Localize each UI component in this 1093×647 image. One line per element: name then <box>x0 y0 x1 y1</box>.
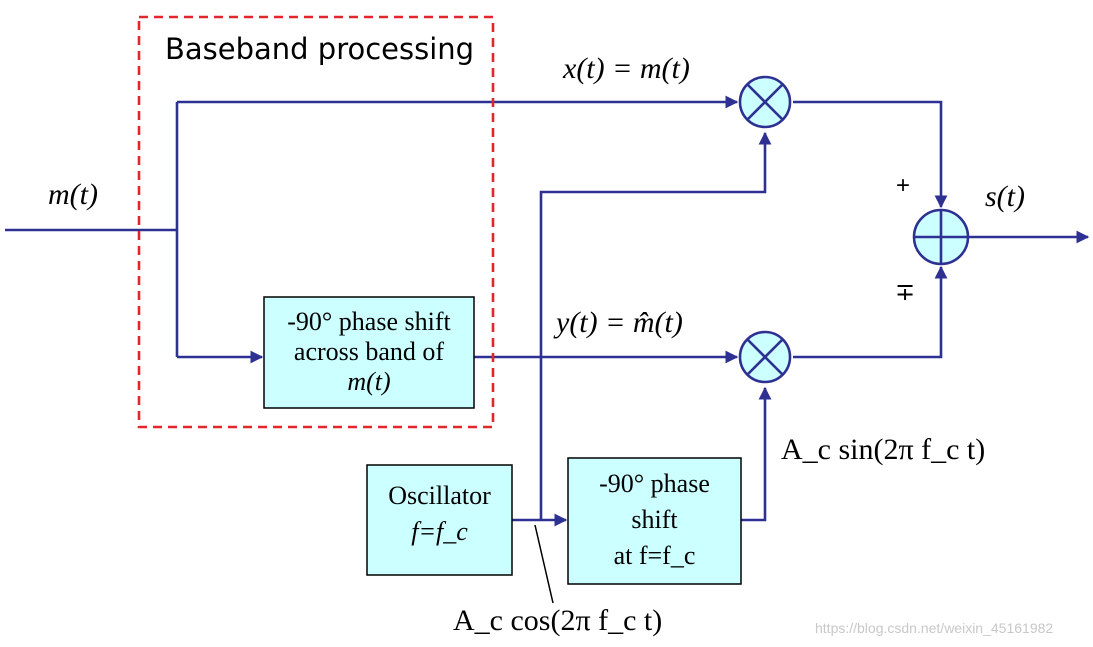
adder <box>912 208 970 266</box>
baseband-region <box>137 15 495 429</box>
x-signal-label: x(t) = m(t) <box>563 52 690 85</box>
oscillator-line-2: f=f_c <box>411 517 468 546</box>
cos-carrier-label: A_c cos(2π f_c t) <box>453 604 663 637</box>
sin-carrier-wire <box>741 386 772 522</box>
cos-carrier-wire <box>539 131 772 520</box>
lower-multiplier <box>738 330 792 384</box>
sin-carrier-label: A_c sin(2π f_c t) <box>781 433 986 466</box>
baseband-label: Baseband processing <box>165 32 475 66</box>
oscillator-line-1: Oscillator <box>388 481 491 510</box>
lower-product-wire <box>793 265 948 359</box>
y-signal-label: y(t) = m̂(t) <box>556 306 683 339</box>
input-signal-label: m(t) <box>48 178 98 211</box>
output-signal-label: s(t) <box>985 180 1025 213</box>
oscillator-block-text: Oscillator f=f_c <box>367 478 512 550</box>
cos-label-leader <box>534 524 554 604</box>
carrier-shift-line-2: shift <box>631 505 678 534</box>
hilbert-block <box>263 296 475 409</box>
carrier-phase-shift-block <box>567 457 742 585</box>
hilbert-line-2: across band of <box>293 337 445 366</box>
plus-sign: + <box>896 172 911 199</box>
hilbert-block-text: -90° phase shift across band of m(t) <box>264 307 474 397</box>
carrier-shift-block-text: -90° phase shift at f=f_c <box>568 466 741 574</box>
hilbert-line-1: -90° phase shift <box>287 307 451 336</box>
minus-plus-sign: ∓ <box>895 279 916 306</box>
hilbert-line-3: m(t) <box>347 367 391 396</box>
oscillator-block <box>366 464 513 576</box>
carrier-shift-line-1: -90° phase <box>599 469 710 498</box>
watermark: https://blog.csdn.net/weixin_45161982 <box>815 620 1054 636</box>
upper-multiplier <box>738 75 792 129</box>
carrier-shift-line-3: at f=f_c <box>613 541 696 570</box>
upper-product-wire <box>793 100 948 209</box>
